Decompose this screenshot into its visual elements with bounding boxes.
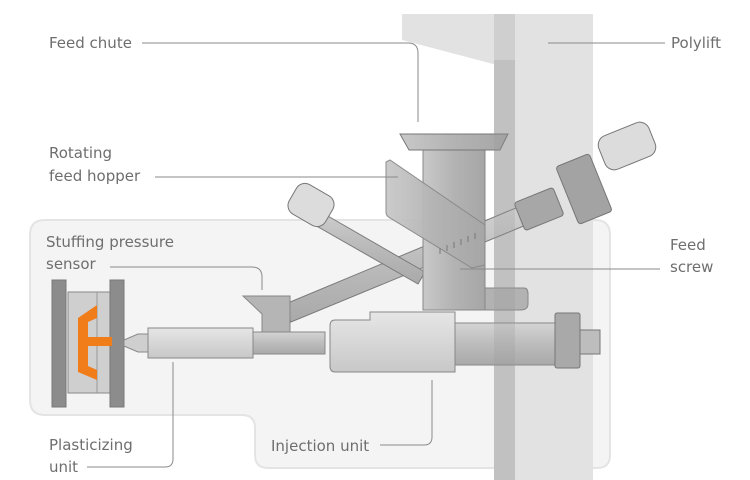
mold [51,279,125,408]
label-rotating-1: Rotating [49,144,112,162]
label-plasticizing-1: Plasticizing [49,436,133,454]
label-plasticizing-2: unit [49,458,78,476]
leader-injection [380,380,433,446]
molded-part [78,305,112,380]
label-rotating-2: feed hopper [49,167,141,185]
leader-feed-chute [142,42,419,122]
label-feed-screw-1: Feed [670,236,706,254]
rotating-feed-hopper [385,159,486,269]
injection-line [123,311,601,373]
label-stuffing-1: Stuffing pressure [46,233,174,251]
label-feed-chute: Feed chute [49,34,132,52]
label-stuffing-2: sensor [46,255,97,273]
label-feed-screw-2: screw [670,258,713,276]
label-injection-unit: Injection unit [271,437,369,455]
label-polylift: Polylift [671,34,721,52]
screw-flights [439,233,476,254]
polylift-overlay [494,60,515,480]
leader-plasticizing [87,362,174,468]
leader-stuffing-sensor [110,266,263,290]
